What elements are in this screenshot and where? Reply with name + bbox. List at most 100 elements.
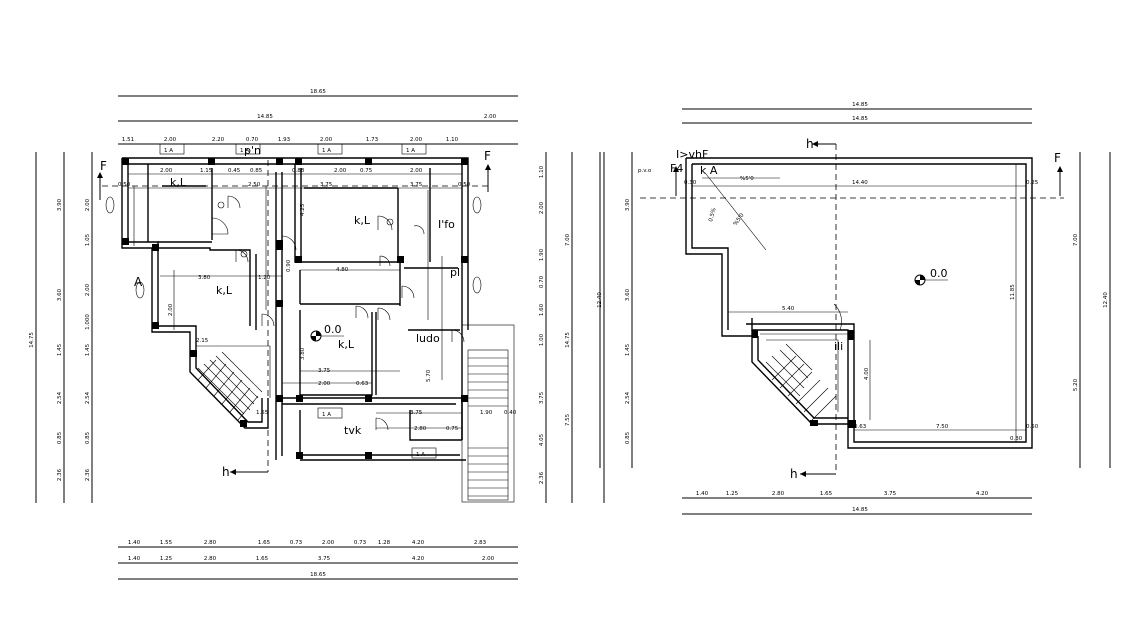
dim-left: 3.60 (625, 288, 631, 301)
dim-inner: 4.00 (864, 367, 870, 380)
dim-inner: 0.75 (446, 426, 459, 432)
dim-right-inner: 1.00 (539, 333, 545, 346)
room-label: pl (450, 266, 460, 279)
dim-bottom-chain: 1.65 (256, 556, 269, 562)
dim-bottom-chain: 2.83 (474, 540, 487, 546)
dim-inner: 11.85 (1010, 284, 1016, 300)
dim-overall: 14.85 (852, 102, 868, 108)
dim-inner: 0.88 (292, 168, 305, 174)
room-label: I'fo (438, 218, 455, 231)
dim-inner: 0.25 (1026, 180, 1039, 186)
dim-inner: 2.80 (414, 426, 427, 432)
dim-right: 7.55 (565, 413, 571, 426)
dim-bottom-chain: 0.73 (290, 540, 303, 546)
room-label: ludo (416, 332, 440, 345)
section-mark-h: h (806, 137, 814, 151)
dim-left: 1.45 (625, 343, 631, 356)
dim-left: 1.45 (57, 343, 63, 356)
dim-left: 3.90 (57, 198, 63, 211)
dim-overall: 14.85 (852, 116, 868, 122)
dim-inner: 0.63 (356, 381, 369, 387)
dim-right: 4.05 (539, 433, 545, 446)
dim-inner: 7.50 (936, 424, 949, 430)
dim-inner: 3.75 (410, 182, 423, 188)
dim-left: 2.54 (625, 391, 631, 404)
section-mark-h: h (222, 465, 230, 479)
dim-inner: 0.63 (854, 424, 867, 430)
right-plan-level-marker: 0.0 (914, 267, 948, 286)
dim-top-chain: 1.51 (122, 137, 134, 143)
right-plan-walls (685, 157, 1033, 449)
annotation-label: ili (834, 340, 843, 353)
dim-right-inner: 1.90 (539, 248, 545, 261)
dim-left: 2.36 (57, 468, 63, 481)
section-mark-A: A (134, 275, 143, 289)
dim-bottom-chain: 0.73 (354, 540, 367, 546)
dim-right-inner: 3.75 (539, 391, 545, 404)
dim-bottom-chain: 3.75 (318, 556, 331, 562)
left-plan-columns (122, 158, 468, 459)
dim-bottom-chain: 2.00 (322, 540, 335, 546)
dim-inner: 0.40 (504, 410, 517, 416)
window-tag: 1 A (322, 148, 331, 154)
slope-label: 0.5% (708, 207, 717, 222)
dim-top-chain: 1.93 (278, 137, 291, 143)
level-value: 0.0 (930, 267, 948, 280)
dim-inner: 1.15 (200, 168, 213, 174)
dim-top-chain: 2.20 (212, 137, 225, 143)
section-mark-h: h (790, 467, 798, 481)
window-tag: 1 A (240, 148, 249, 154)
dim-inner: 1.20 (258, 275, 271, 281)
dim-top-chain: 1.10 (446, 137, 459, 143)
dim-left: 2.54 (57, 391, 63, 404)
window-tag: 1 A (416, 452, 425, 458)
dim-inner: 2.00 (318, 381, 331, 387)
dim-top-chain: 2.00 (320, 137, 333, 143)
dim-inner: 2.00 (410, 168, 423, 174)
dim-right-inner: 0.70 (539, 275, 545, 288)
level-value: 0.0 (324, 323, 342, 336)
dim-inner: 1.90 (480, 410, 493, 416)
dim-inner: 2.15 (196, 338, 209, 344)
dim-stair: 2.00 (484, 114, 497, 120)
dim-right-inner: 1.10 (539, 165, 545, 178)
left-plan-bottom-dimensions: 1.40 1.55 2.80 1.65 0.73 2.00 0.73 1.28 … (118, 540, 518, 580)
annotation-label: p.v.o (638, 168, 652, 174)
dim-right-inner: 2.00 (539, 201, 545, 214)
dim-bottom-chain: 2.80 (204, 540, 217, 546)
room-label: tvk (344, 424, 362, 437)
dim-inner: 4.25 (300, 203, 306, 216)
left-plan-doors (211, 195, 465, 431)
dim-bottom-chain: 1.40 (128, 556, 141, 562)
room-label: k,L (216, 284, 233, 297)
section-mark-F: F (484, 149, 491, 163)
dim-bottom-chain: 4.20 (412, 540, 425, 546)
dim-left-inner: 2.54 (85, 391, 91, 404)
dim-inner: 0.90 (286, 259, 292, 272)
dim-inner: 5.70 (426, 369, 432, 382)
window-tag: 1 A (406, 148, 415, 154)
window-tag: 1 A (322, 412, 331, 418)
stair-label: I>vhF (676, 148, 708, 161)
dim-right: 5.20 (1073, 378, 1079, 391)
dim-inner: 2.00 (160, 168, 173, 174)
dim-top-chain: 1.73 (366, 137, 379, 143)
dim-left-inner: 2.00 (85, 198, 91, 211)
left-plan-windows: 1 A 1 A 1 A 1 A 1 A 1 A (159, 143, 437, 459)
dim-inner: 3.75 (410, 410, 423, 416)
dim-left-inner: 0.85 (85, 431, 91, 444)
dim-inner: 0.50 (458, 182, 471, 188)
dim-inner: 1.55 (256, 410, 269, 416)
dim-left: 3.60 (57, 288, 63, 301)
dim-inner: 3.80 (300, 347, 306, 360)
room-label: k,L (170, 176, 187, 189)
dim-right-inner: 1.60 (539, 303, 545, 316)
dim-inner: 0.50 (1026, 424, 1039, 430)
dim-width: 14.85 (257, 114, 273, 120)
left-plan-section-lines: F F A h (97, 149, 491, 479)
dim-right: 12.40 (1103, 292, 1109, 308)
dim-bottom-chain: 4.20 (976, 491, 989, 497)
room-label: k,L (338, 338, 355, 351)
left-plan-room-labels: k,L k,L k,L k,L I'fo ludo tvk p'n pl (170, 144, 460, 437)
